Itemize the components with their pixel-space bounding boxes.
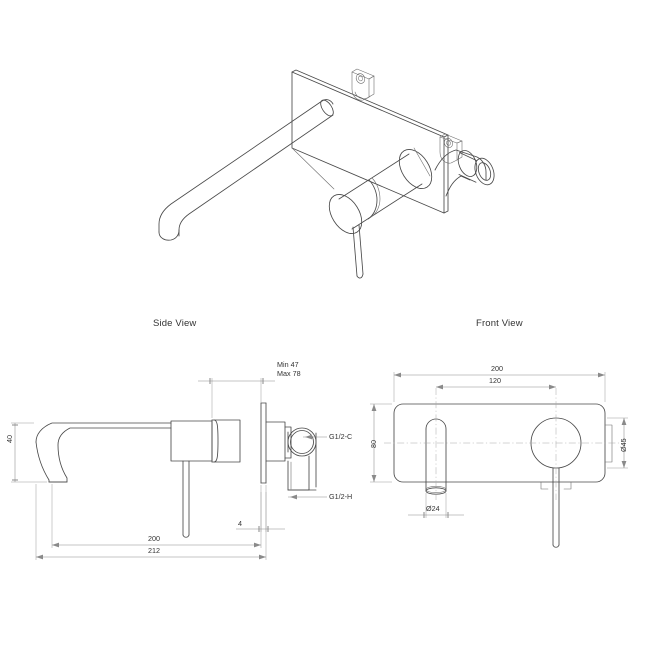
front-view-dimensions	[370, 372, 628, 518]
front-dim-text-height-80: 80	[369, 440, 378, 448]
front-dim-spout-dia-24	[408, 493, 464, 518]
iso-lever-handle	[352, 224, 364, 279]
side-dim-height-40	[11, 422, 47, 483]
side-view-geometry	[35, 402, 317, 538]
side-dim-text-height-40: 40	[5, 435, 14, 443]
side-inlet-body	[265, 421, 292, 462]
side-label-inlet-hot: G1/2-H	[329, 492, 353, 501]
iso-outlet-connector	[434, 149, 495, 197]
front-centerlines	[384, 388, 620, 500]
front-dim-text-width-200: 200	[491, 364, 503, 373]
front-side-tab	[604, 424, 613, 463]
side-view-label: Side View	[153, 318, 197, 329]
side-wall-plate	[260, 402, 267, 484]
front-view-label: Front View	[476, 318, 523, 329]
iso-mounting-bracket-bottom	[439, 133, 463, 164]
side-leader-inlet-hot	[288, 494, 327, 500]
front-dim-text-centres-120: 120	[489, 376, 501, 385]
front-dim-handle-dia-45	[607, 417, 628, 469]
side-lever-handle	[182, 460, 190, 538]
front-view-geometry	[384, 388, 620, 548]
front-dim-height-80	[370, 403, 392, 483]
side-dim-text-length-212: 212	[148, 546, 160, 555]
iso-spout	[158, 99, 334, 241]
front-lever-handle	[552, 467, 560, 548]
iso-mounting-bracket-top	[351, 68, 375, 101]
iso-backplate	[291, 69, 449, 214]
side-dim-text-depth-max: Max 78	[277, 369, 301, 378]
iso-plate-body-edges	[291, 147, 431, 190]
side-dim-depth-minmax	[198, 378, 275, 418]
front-dim-text-handle-dia-45: Ø45	[619, 438, 628, 452]
front-dim-text-spout-dia-24: Ø24	[426, 504, 440, 513]
side-inlet-cold	[287, 427, 317, 491]
front-plate-tabs	[540, 481, 572, 490]
side-dim-length-212	[35, 484, 267, 560]
isometric-view	[158, 68, 495, 279]
side-spout	[35, 422, 172, 483]
side-dim-plate-thickness-4	[236, 485, 285, 532]
side-leader-inlet-cold	[303, 434, 327, 440]
front-dim-width-200	[393, 372, 606, 402]
front-dim-centres-120	[436, 384, 556, 390]
side-label-inlet-cold: G1/2-C	[329, 432, 353, 441]
side-dim-text-depth-min: Min 47	[277, 360, 299, 369]
side-view-dimensions	[11, 378, 327, 560]
side-dim-length-200	[51, 484, 262, 548]
side-dim-text-plate-thickness-4: 4	[238, 519, 242, 528]
side-dim-text-length-200: 200	[148, 534, 160, 543]
iso-mixer-body	[328, 149, 433, 234]
side-mixer-body	[170, 419, 241, 463]
